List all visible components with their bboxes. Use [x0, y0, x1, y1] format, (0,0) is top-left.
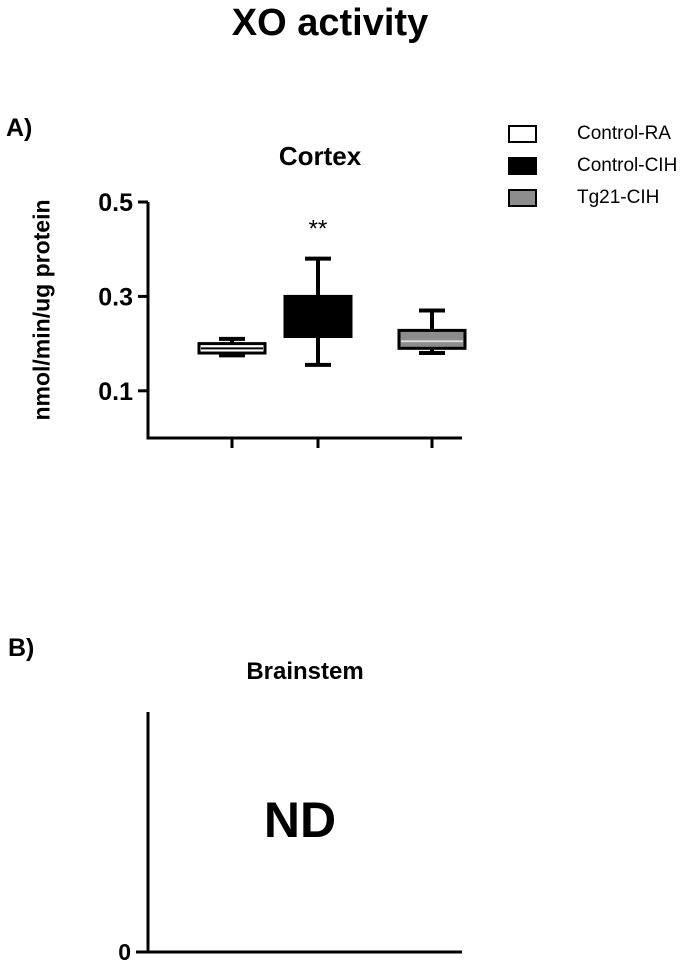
significance-annotation: ** [309, 216, 328, 243]
brainstem-chart-title: Brainstem [246, 658, 364, 685]
legend-label: Tg21-CIH [577, 187, 660, 208]
figure-title: XO activity [231, 2, 429, 44]
legend-item-control-ra: Control-RA [508, 118, 677, 150]
legend-item-tg21-cih: Tg21-CIH [508, 182, 677, 214]
legend-swatch-control-cih [508, 157, 537, 175]
box-control-cih [283, 294, 353, 339]
cortex-chart-title: Cortex [278, 141, 362, 171]
cortex-box-plot: 0.1 0.3 0.5 ** [98, 189, 467, 448]
cortex-y-tick-label: 0.3 [98, 283, 133, 311]
legend-swatch-control-ra [508, 125, 537, 143]
legend: Control-RA Control-CIH Tg21-CIH [508, 118, 677, 214]
legend-swatch-tg21-cih [508, 189, 537, 207]
box-tg21-cih [397, 328, 467, 350]
cortex-y-tick-label: 0.1 [98, 378, 133, 406]
brainstem-plot: 0 ND [118, 712, 462, 964]
cortex-y-tick-label: 0.5 [98, 189, 133, 217]
legend-label: Control-RA [577, 123, 671, 144]
legend-label: Control-CIH [577, 155, 678, 176]
brainstem-y-tick-label: 0 [118, 939, 131, 964]
not-detected-annotation: ND [264, 792, 336, 848]
legend-item-control-cih: Control-CIH [508, 150, 677, 182]
panel-a-label: A) [6, 114, 33, 142]
panel-b-label: B) [8, 634, 35, 662]
